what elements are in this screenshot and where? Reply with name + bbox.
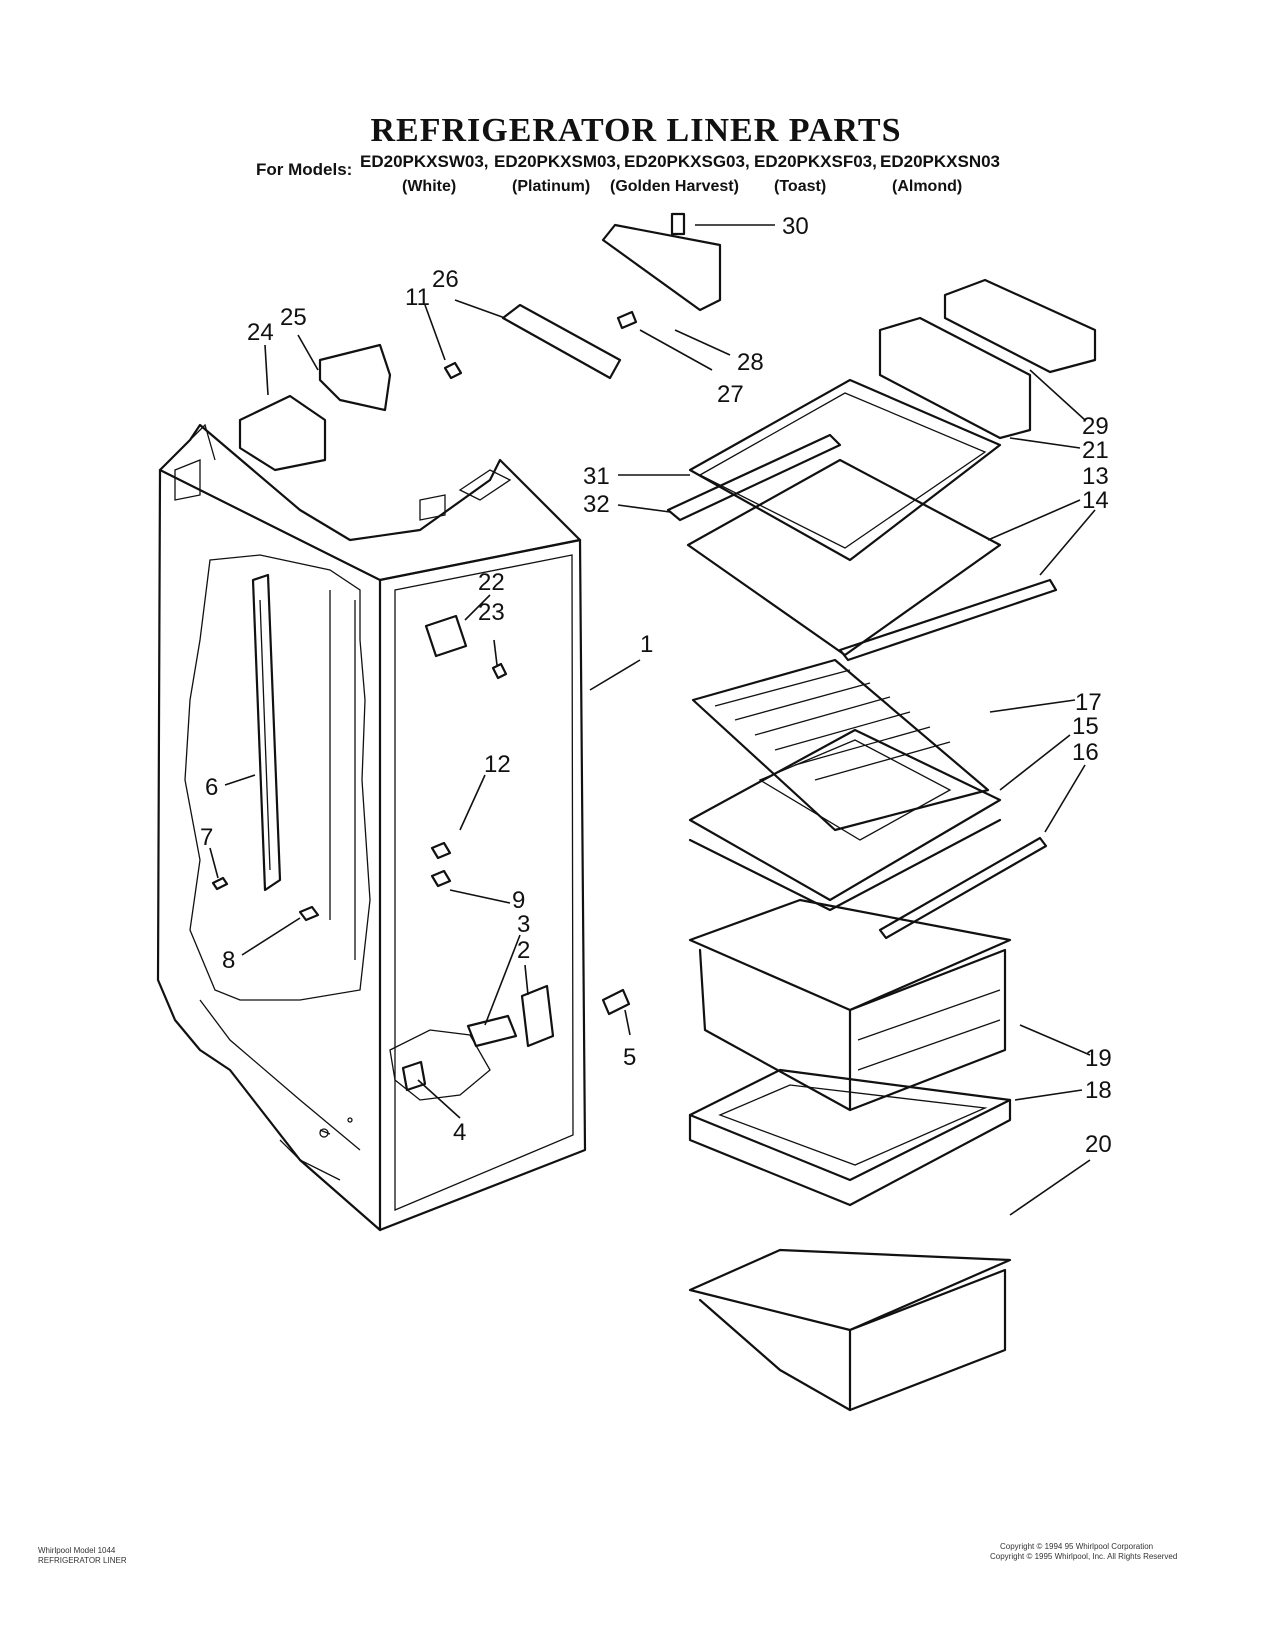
models-label: For Models: [256,160,353,179]
footer-right-line-1: Copyright © 1994 95 Whirlpool Corporatio… [1000,1542,1154,1551]
footer-left-line-2: REFRIGERATOR LINER [38,1556,127,1565]
callout-14: 14 [1082,487,1109,514]
model-color-almond: (Almond) [892,178,963,195]
glass-shelf [666,378,1058,662]
callout-30: 30 [782,213,809,240]
callout-6: 6 [205,774,218,801]
ice-bin [878,278,1097,440]
leader-lines [209,224,1096,1216]
callout-numbers: 1 2 3 4 5 6 7 8 9 11 12 13 14 15 16 17 1… [200,213,1112,1158]
model-color-platinum: (Platinum) [512,178,591,195]
callout-29: 29 [1082,413,1109,440]
callout-23: 23 [478,599,505,626]
callout-12: 12 [484,751,511,778]
callout-15: 15 [1072,713,1099,740]
page-title: REFRIGERATOR LINER PARTS [370,112,902,149]
model-color-toast: (Toast) [774,178,827,195]
light-housing [238,343,392,472]
callout-11: 11 [405,284,430,311]
callout-28: 28 [737,349,764,376]
crisper-cover [688,1068,1012,1207]
callout-16: 16 [1072,739,1099,766]
model-color-golden-harvest: (Golden Harvest) [610,178,739,195]
shelf-rail [251,573,282,892]
callout-1: 1 [640,631,653,658]
callout-17: 17 [1075,689,1102,716]
callout-21: 21 [1082,437,1109,464]
liner-cabinet [156,423,587,1232]
trim-pieces [501,212,722,380]
model-code-white: ED20PKXSW03, [360,152,489,171]
callout-22: 22 [478,569,505,596]
callout-24: 24 [247,319,274,346]
callout-19: 19 [1085,1045,1112,1072]
callout-8: 8 [222,947,235,974]
model-code-golden-harvest: ED20PKXSG03, [624,152,750,171]
callout-18: 18 [1085,1077,1112,1104]
callout-32: 32 [583,491,610,518]
callout-7: 7 [200,824,213,851]
footer-right-line-2: Copyright © 1995 Whirlpool, Inc. All Rig… [990,1552,1178,1561]
callout-3: 3 [517,911,530,938]
callout-31: 31 [583,463,610,490]
crisper-drawer [688,898,1012,1112]
callout-27: 27 [717,381,744,408]
callout-4: 4 [453,1119,466,1146]
fasteners [211,310,638,1092]
model-code-toast: ED20PKXSF03, [754,152,877,171]
footer-left-line-1: Whirlpool Model 1044 [38,1546,116,1555]
callout-9: 9 [512,887,525,914]
callout-13: 13 [1082,463,1109,490]
wire-shelves [688,658,1048,940]
callout-2: 2 [517,937,530,964]
model-code-platinum: ED20PKXSM03, [494,152,621,171]
callout-20: 20 [1085,1131,1112,1158]
callout-26: 26 [432,266,459,293]
callout-5: 5 [623,1044,636,1071]
model-code-almond: ED20PKXSN03 [880,152,1001,171]
callout-25: 25 [280,304,307,331]
model-color-white: (White) [402,178,457,195]
meat-drawer [688,1248,1012,1412]
